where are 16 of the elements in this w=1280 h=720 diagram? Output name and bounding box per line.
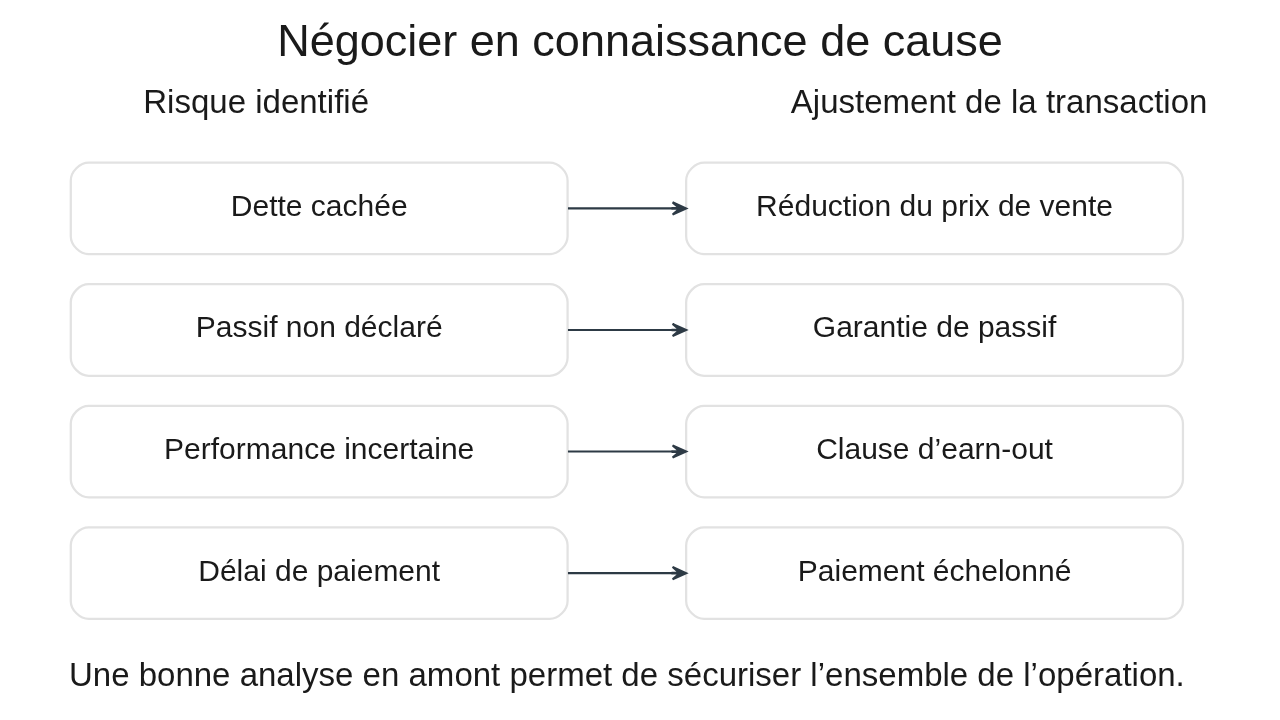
diagram-title: Négocier en connaissance de cause — [277, 15, 1003, 67]
node-box: Clause d’earn-out — [685, 404, 1185, 499]
node-box: Paiement échelonné — [685, 526, 1185, 621]
node-box: Passif non déclaré — [69, 283, 569, 377]
label: Risque identifié — [143, 82, 370, 120]
arrow — [567, 322, 688, 338]
caption: Une bonne analyse en amont permet de sécuriser l’ensemble de l’opération. — [68, 655, 1185, 693]
arrow — [567, 444, 688, 459]
node-box: Réduction du prix de vente — [685, 161, 1185, 256]
node-box: Performance incertaine — [69, 404, 569, 499]
node-box: Garantie de passif — [685, 283, 1185, 377]
node-box: Délai de paiement — [69, 526, 569, 621]
arrow — [567, 566, 688, 581]
node-box: Dette cachée — [69, 161, 569, 256]
label: Ajustement de la transaction — [790, 82, 1208, 120]
arrow — [567, 201, 688, 216]
